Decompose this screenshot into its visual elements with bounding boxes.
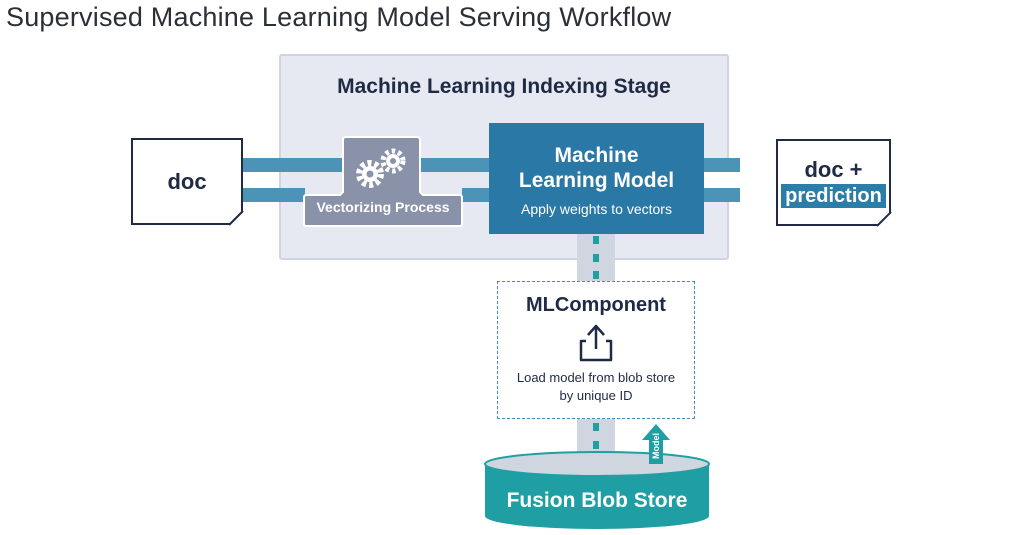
upload-icon bbox=[579, 324, 613, 362]
ml-model-subtitle: Apply weights to vectors bbox=[521, 201, 672, 217]
ml-component: MLComponent Load model from blob store b… bbox=[497, 281, 695, 419]
page-fold-icon bbox=[876, 211, 892, 227]
stage-title: Machine Learning Indexing Stage bbox=[337, 75, 671, 98]
page-fold-icon bbox=[228, 210, 244, 226]
model-upload-arrow bbox=[642, 424, 670, 464]
gears-icon bbox=[356, 148, 406, 188]
flow-band-bottom-middle bbox=[462, 188, 489, 202]
blob-store-label: Fusion Blob Store bbox=[506, 489, 688, 512]
flow-band-top-right bbox=[704, 158, 730, 172]
connector-dot bbox=[593, 254, 599, 262]
diagram-title: Supervised Machine Learning Model Servin… bbox=[6, 2, 672, 32]
flow-band-top-left bbox=[243, 158, 353, 172]
vectorizing-process bbox=[303, 136, 463, 227]
output-document-line1: doc + bbox=[804, 156, 863, 182]
ml-model-box: Machine Learning Model Apply weights to … bbox=[489, 123, 704, 234]
output-document: doc + prediction bbox=[776, 139, 892, 227]
prediction-label: prediction bbox=[781, 183, 886, 208]
flow-band-bottom-left bbox=[243, 188, 305, 202]
flow-band-bottom-right bbox=[704, 188, 730, 202]
input-document-label: doc bbox=[167, 168, 207, 194]
connector-dot bbox=[593, 423, 599, 431]
input-document: doc bbox=[131, 138, 244, 226]
vectorizing-label: Vectorizing Process bbox=[316, 199, 450, 215]
model-arrow-label: Model bbox=[651, 433, 661, 459]
ml-component-title: MLComponent bbox=[526, 294, 666, 316]
connector-dot bbox=[593, 271, 599, 279]
flow-arrow-out bbox=[704, 158, 764, 202]
flow-band-top-middle bbox=[413, 158, 489, 172]
connector-dot bbox=[593, 441, 599, 449]
ml-component-description: Load model from blob store by unique ID bbox=[516, 370, 676, 403]
ml-model-title: Machine Learning Model bbox=[518, 144, 675, 192]
connector-dot bbox=[593, 236, 599, 244]
